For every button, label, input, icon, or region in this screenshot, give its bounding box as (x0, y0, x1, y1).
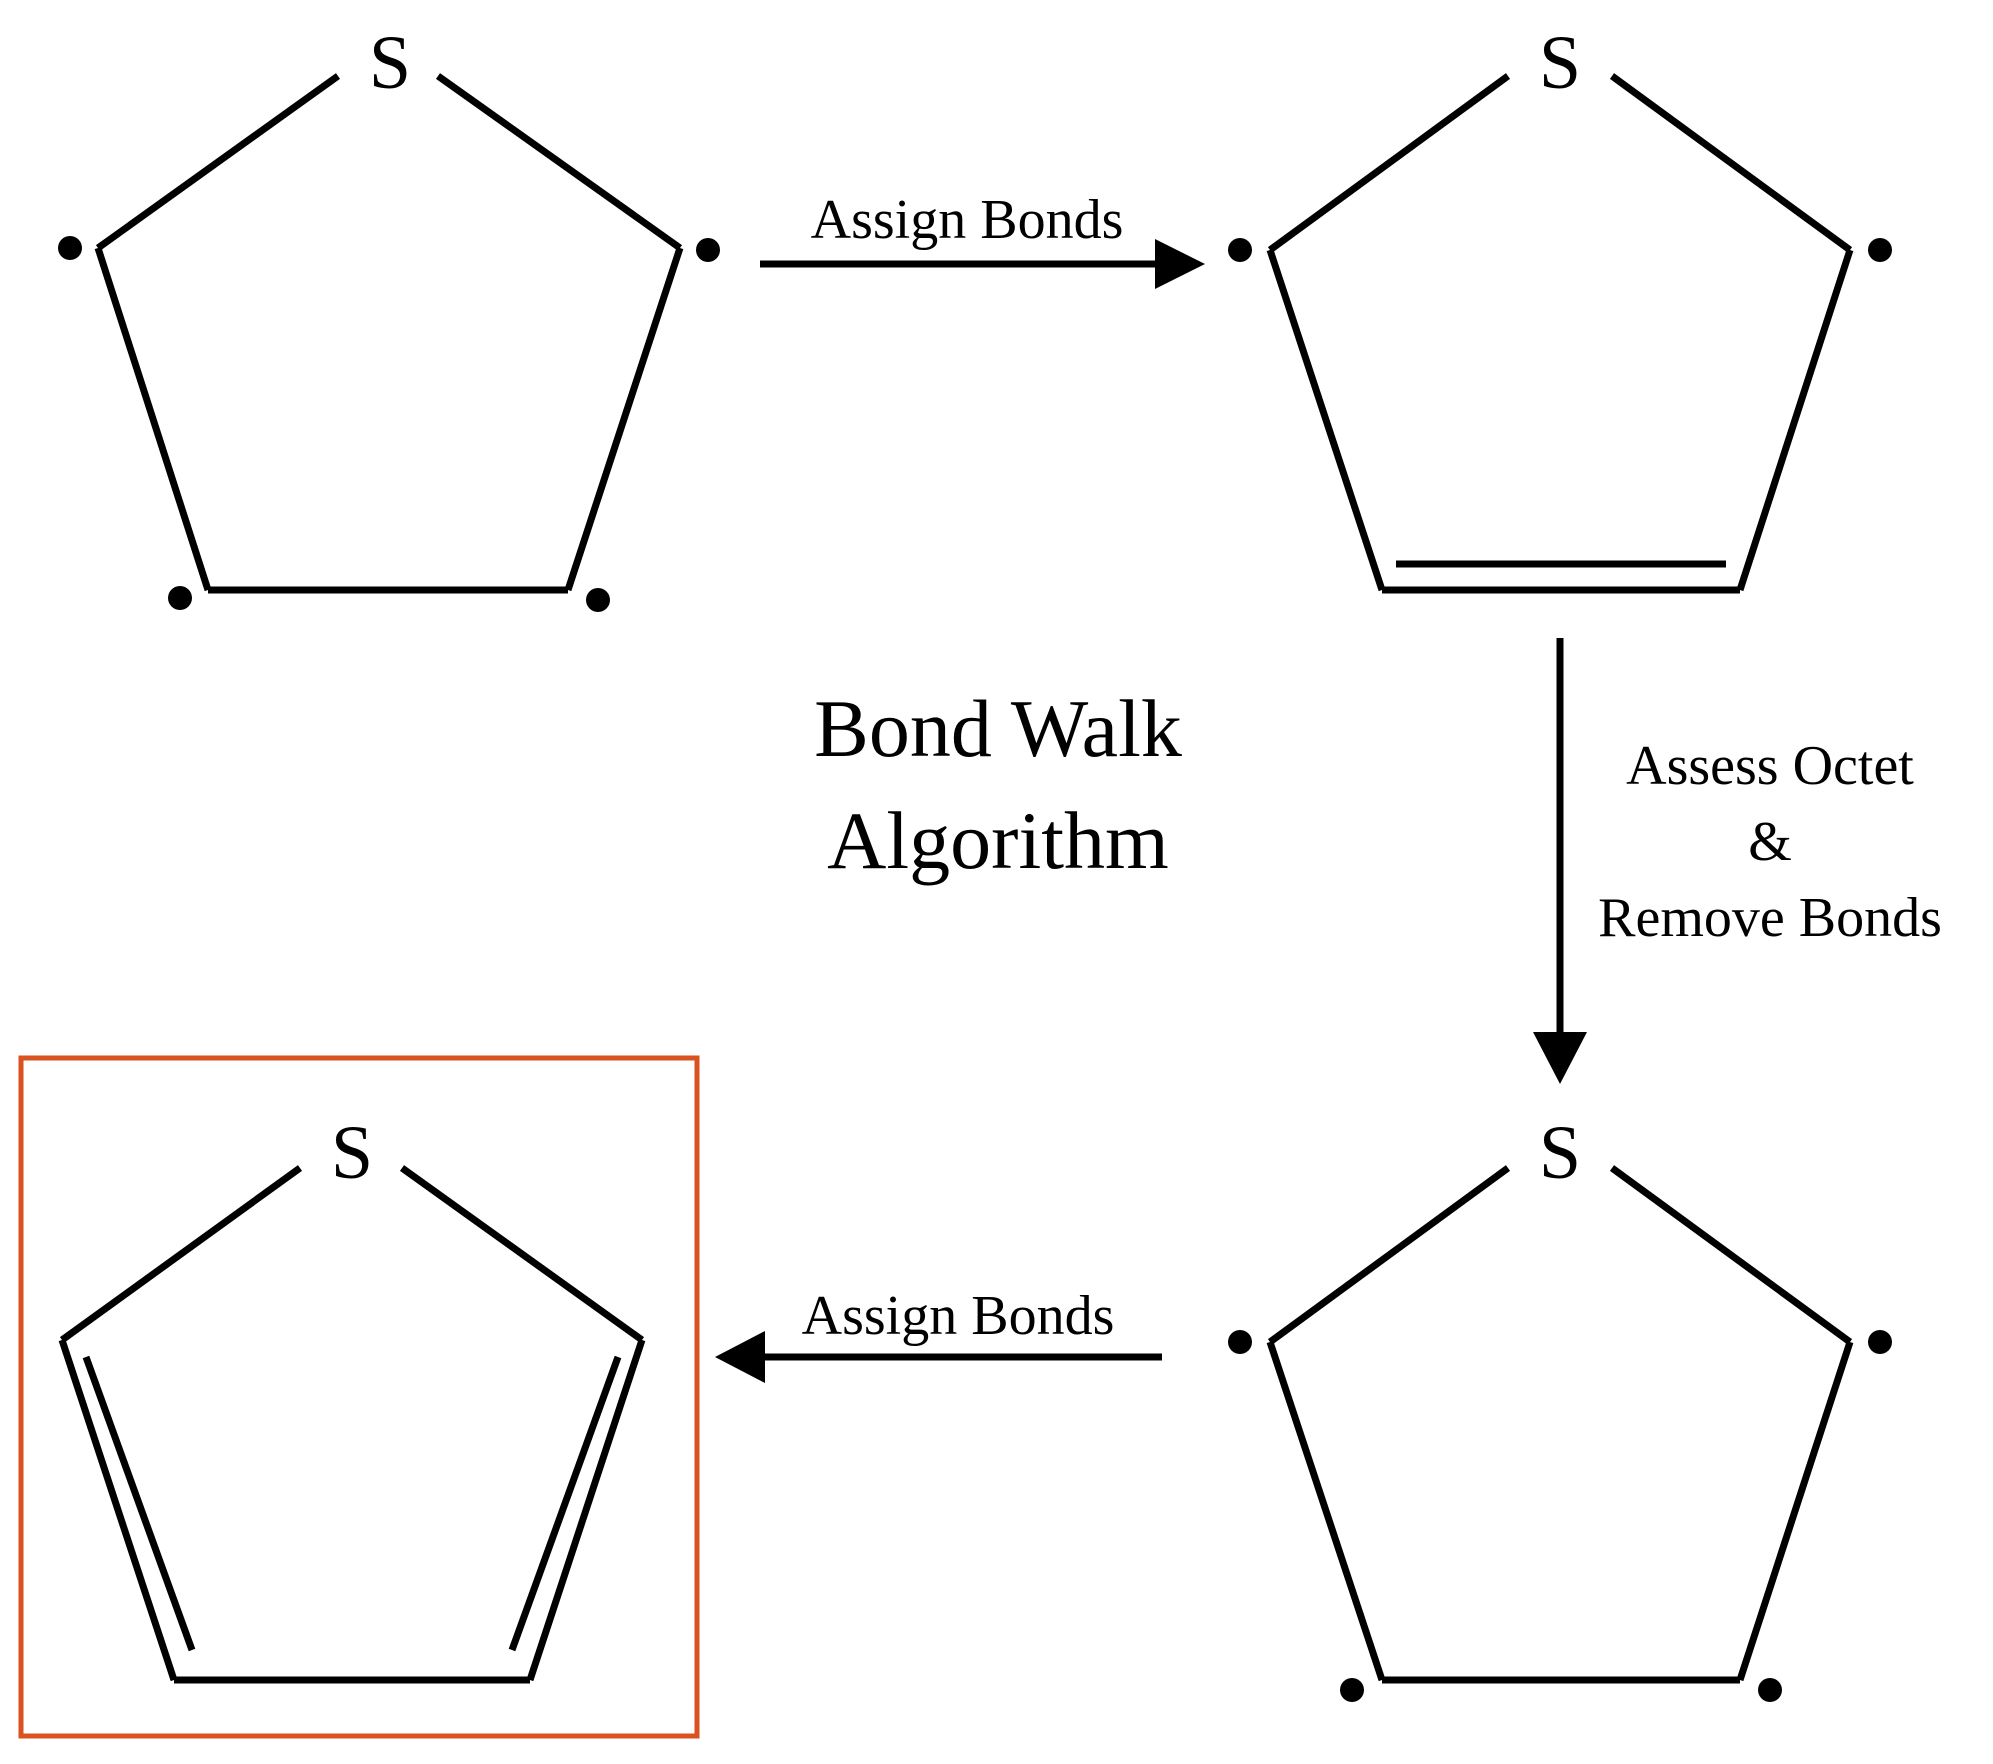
title-line-2: Algorithm (827, 795, 1169, 886)
step-label-assess-octet: Assess Octet (1626, 735, 1914, 797)
bond-c1-c2 (94, 246, 212, 592)
radical-dot (1228, 1330, 1252, 1354)
bond-s-c4 (1609, 73, 1853, 253)
bond-c1-c2-double (82, 1355, 196, 1652)
step-label-assign-bonds: Assign Bonds (811, 189, 1124, 251)
bond-c1-c2 (58, 1338, 178, 1682)
arrow-assess-octet: Assess Octet & Remove Bonds (1533, 638, 1942, 1084)
radical-dot (586, 588, 610, 612)
highlight-box (18, 1055, 700, 1739)
radical-dot (1868, 238, 1892, 262)
sulfur-label: S (369, 21, 411, 105)
radical-dot (1228, 238, 1252, 262)
arrow-head-down (1533, 1032, 1587, 1084)
radical-dot (1340, 1678, 1364, 1702)
bond-s-c1 (95, 73, 341, 251)
bond-c4-c3 (1736, 248, 1854, 592)
radical-dot (1758, 1678, 1782, 1702)
molecule-after-remove: S (1228, 1111, 1892, 1702)
arrow-assign-bonds-top: Assign Bonds (760, 189, 1205, 289)
bond-s-c1 (1267, 1165, 1511, 1345)
step-label-assign-bonds: Assign Bonds (802, 1285, 1115, 1347)
radical-dot (696, 238, 720, 262)
bond-c4-c3 (1736, 1340, 1854, 1682)
bond-s-c1 (59, 1165, 303, 1343)
title-line-1: Bond Walk (814, 683, 1182, 774)
bond-c4-c3 (526, 1338, 646, 1682)
sulfur-label: S (331, 1111, 373, 1195)
bond-c4-c3 (564, 246, 684, 592)
bond-s-c1 (1267, 73, 1511, 253)
bond-c4-c3-double (508, 1355, 622, 1652)
arrow-head-left (715, 1331, 765, 1383)
molecule-initial: S (58, 21, 720, 612)
step-label-ampersand: & (1748, 811, 1792, 873)
radical-dot (168, 586, 192, 610)
sulfur-label: S (1539, 21, 1581, 105)
bond-c1-c2 (1266, 248, 1386, 592)
molecule-final: S (18, 1055, 700, 1739)
bond-s-c4 (399, 1165, 645, 1343)
bond-s-c4 (1609, 1165, 1853, 1345)
radical-dot (58, 236, 82, 260)
radical-dot (1868, 1330, 1892, 1354)
bond-s-c4 (435, 73, 683, 251)
molecule-after-assign: S (1228, 21, 1892, 594)
bond-c1-c2 (1266, 1340, 1386, 1682)
step-label-remove-bonds: Remove Bonds (1598, 887, 1942, 949)
diagram-title: Bond Walk Algorithm (814, 683, 1182, 886)
arrow-assign-bonds-bottom: Assign Bonds (715, 1285, 1162, 1383)
sulfur-label: S (1539, 1111, 1581, 1195)
arrow-head-right (1155, 239, 1205, 289)
